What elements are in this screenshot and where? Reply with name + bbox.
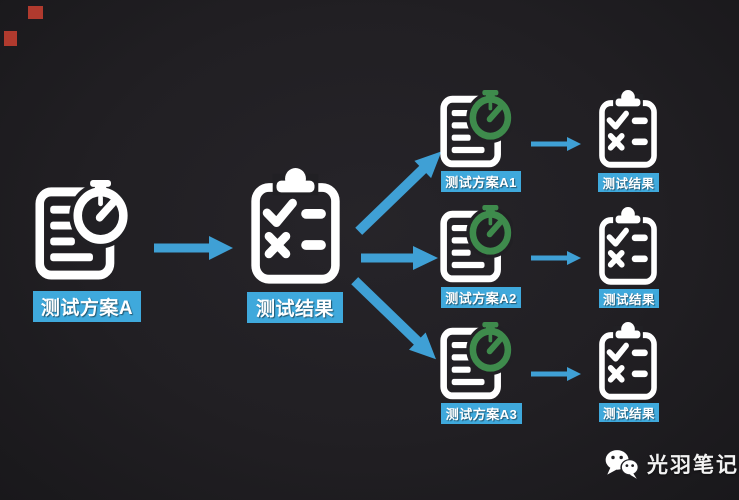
test-result-2-label: 测试结果 bbox=[599, 289, 659, 308]
stopwatch-document-icon bbox=[440, 90, 513, 170]
clipboard-check-icon bbox=[248, 168, 343, 287]
arrow-a2-to-result bbox=[531, 250, 581, 266]
label-text: 测试方案A1 bbox=[445, 175, 517, 190]
test-result-label: 测试结果 bbox=[247, 292, 343, 323]
test-plan-a1-label: 测试方案A1 bbox=[441, 171, 521, 192]
test-result-icon bbox=[248, 168, 343, 287]
stopwatch-document-icon bbox=[35, 180, 130, 283]
brand-name: 光羽笔记 bbox=[647, 454, 739, 477]
test-result-1-label: 测试结果 bbox=[598, 173, 659, 192]
label-text: 测试结果 bbox=[602, 293, 655, 307]
test-plan-a3-label: 测试方案A3 bbox=[441, 403, 522, 424]
label-text: 测试结果 bbox=[602, 407, 655, 421]
red-mark bbox=[28, 6, 43, 19]
test-plan-a2-label: 测试方案A2 bbox=[441, 287, 521, 308]
test-plan-a2-icon bbox=[440, 205, 513, 285]
label-text: 测试结果 bbox=[255, 299, 334, 320]
clipboard-check-icon bbox=[597, 90, 659, 170]
clipboard-check-icon bbox=[597, 207, 659, 287]
test-result-3-label: 测试结果 bbox=[599, 403, 659, 422]
stopwatch-document-icon bbox=[440, 205, 513, 285]
arrow-fanout-down bbox=[345, 271, 445, 369]
wechat-icon bbox=[605, 450, 640, 479]
test-result-3-icon bbox=[597, 322, 659, 402]
arrow-fanout-middle bbox=[360, 245, 438, 271]
label-text: 测试方案A3 bbox=[445, 407, 518, 422]
label-text: 测试方案A bbox=[40, 298, 134, 319]
arrow-plan-to-result bbox=[153, 235, 233, 261]
clipboard-check-icon bbox=[597, 322, 659, 402]
test-plan-a-icon bbox=[35, 180, 130, 283]
stopwatch-document-icon bbox=[440, 322, 513, 402]
arrow-a3-to-result bbox=[531, 366, 581, 382]
label-text: 测试方案A2 bbox=[445, 291, 517, 306]
test-plan-a1-icon bbox=[440, 90, 513, 170]
arrow-fanout-up bbox=[349, 142, 451, 241]
test-plan-a-label: 测试方案A bbox=[33, 291, 141, 322]
test-plan-a3-icon bbox=[440, 322, 513, 402]
label-text: 测试结果 bbox=[602, 177, 655, 191]
test-result-2-icon bbox=[597, 207, 659, 287]
footer-watermark: 光羽笔记 bbox=[604, 448, 739, 480]
test-result-1-icon bbox=[597, 90, 659, 170]
arrow-a1-to-result bbox=[531, 136, 581, 152]
red-mark bbox=[4, 31, 17, 46]
